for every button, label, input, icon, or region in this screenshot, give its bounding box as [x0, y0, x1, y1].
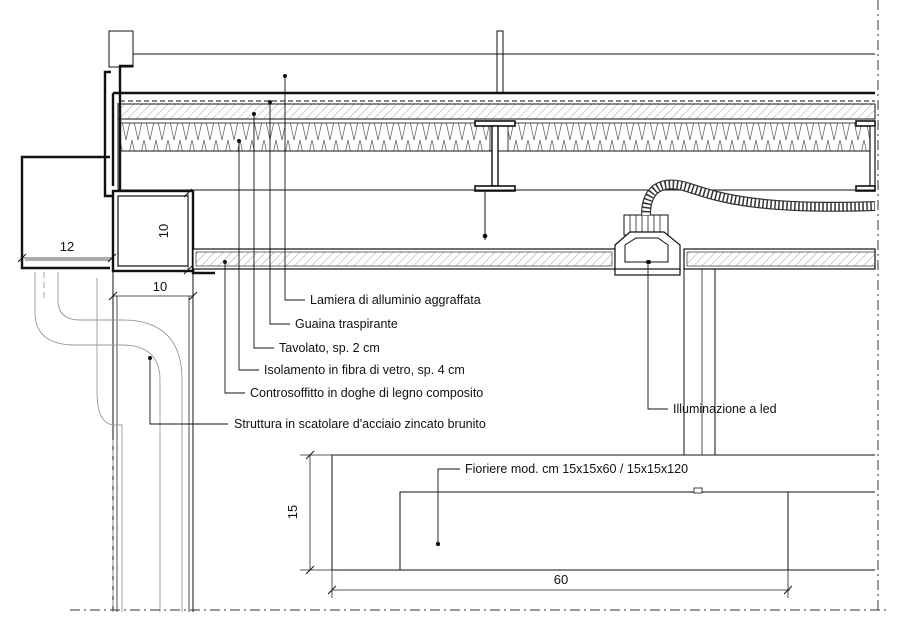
- parapet-cap: [108, 30, 134, 68]
- leader-lines: [148, 74, 668, 544]
- axis-lines: [70, 0, 890, 611]
- dim-tube-height-text: 10: [156, 224, 171, 238]
- dim-tube-width-text: 10: [153, 279, 167, 294]
- edge-assembly: [20, 64, 195, 612]
- dim-planter-height-text: 15: [285, 505, 300, 519]
- steel-i-beam: [474, 120, 516, 192]
- label-controsoffitto: Controsoffitto in doghe di legno composi…: [250, 386, 483, 400]
- label-isolamento: Isolamento in fibra di vetro, sp. 4 cm: [264, 363, 465, 377]
- standing-seam: [496, 30, 504, 94]
- dimension-gutter: 12: [17, 239, 117, 263]
- soffit-assembly: [191, 248, 876, 275]
- dimension-tube-width: 10: [108, 279, 198, 301]
- hanger-fixing: [482, 233, 488, 239]
- dimension-tube-height: 10: [156, 188, 193, 275]
- dim-planter-length-text: 60: [554, 572, 568, 587]
- dim-gutter-text: 12: [60, 239, 74, 254]
- label-tavolato: Tavolato, sp. 2 cm: [279, 341, 380, 355]
- dimension-planter-length: 60: [327, 570, 793, 598]
- label-lamiera: Lamiera di alluminio aggraffata: [310, 293, 481, 307]
- led-light-fixture: [614, 179, 876, 276]
- drainpipe-ghost: [34, 272, 183, 612]
- gutter-box: [20, 155, 110, 270]
- label-guaina: Guaina traspirante: [295, 317, 398, 331]
- support-post: [683, 269, 716, 455]
- label-fioriere: Fioriere mod. cm 15x15x60 / 15x15x120: [465, 462, 688, 476]
- steel-box-tube: [111, 189, 195, 273]
- label-illuminazione: Illuminazione a led: [673, 402, 777, 416]
- annotation-labels: Lamiera di alluminio aggraffata Guaina t…: [234, 293, 777, 476]
- insulation-layer-left: [119, 122, 491, 152]
- timber-board: [117, 103, 876, 120]
- planter-box: [399, 491, 789, 571]
- planter: [331, 454, 875, 571]
- label-struttura: Struttura in scatolare d'acciaio zincato…: [234, 417, 486, 431]
- insulation-layer-right: [507, 122, 876, 152]
- dimension-planter-height: 15: [285, 450, 340, 575]
- roof-assembly: [108, 30, 876, 240]
- steel-beam-end-right: [855, 120, 876, 192]
